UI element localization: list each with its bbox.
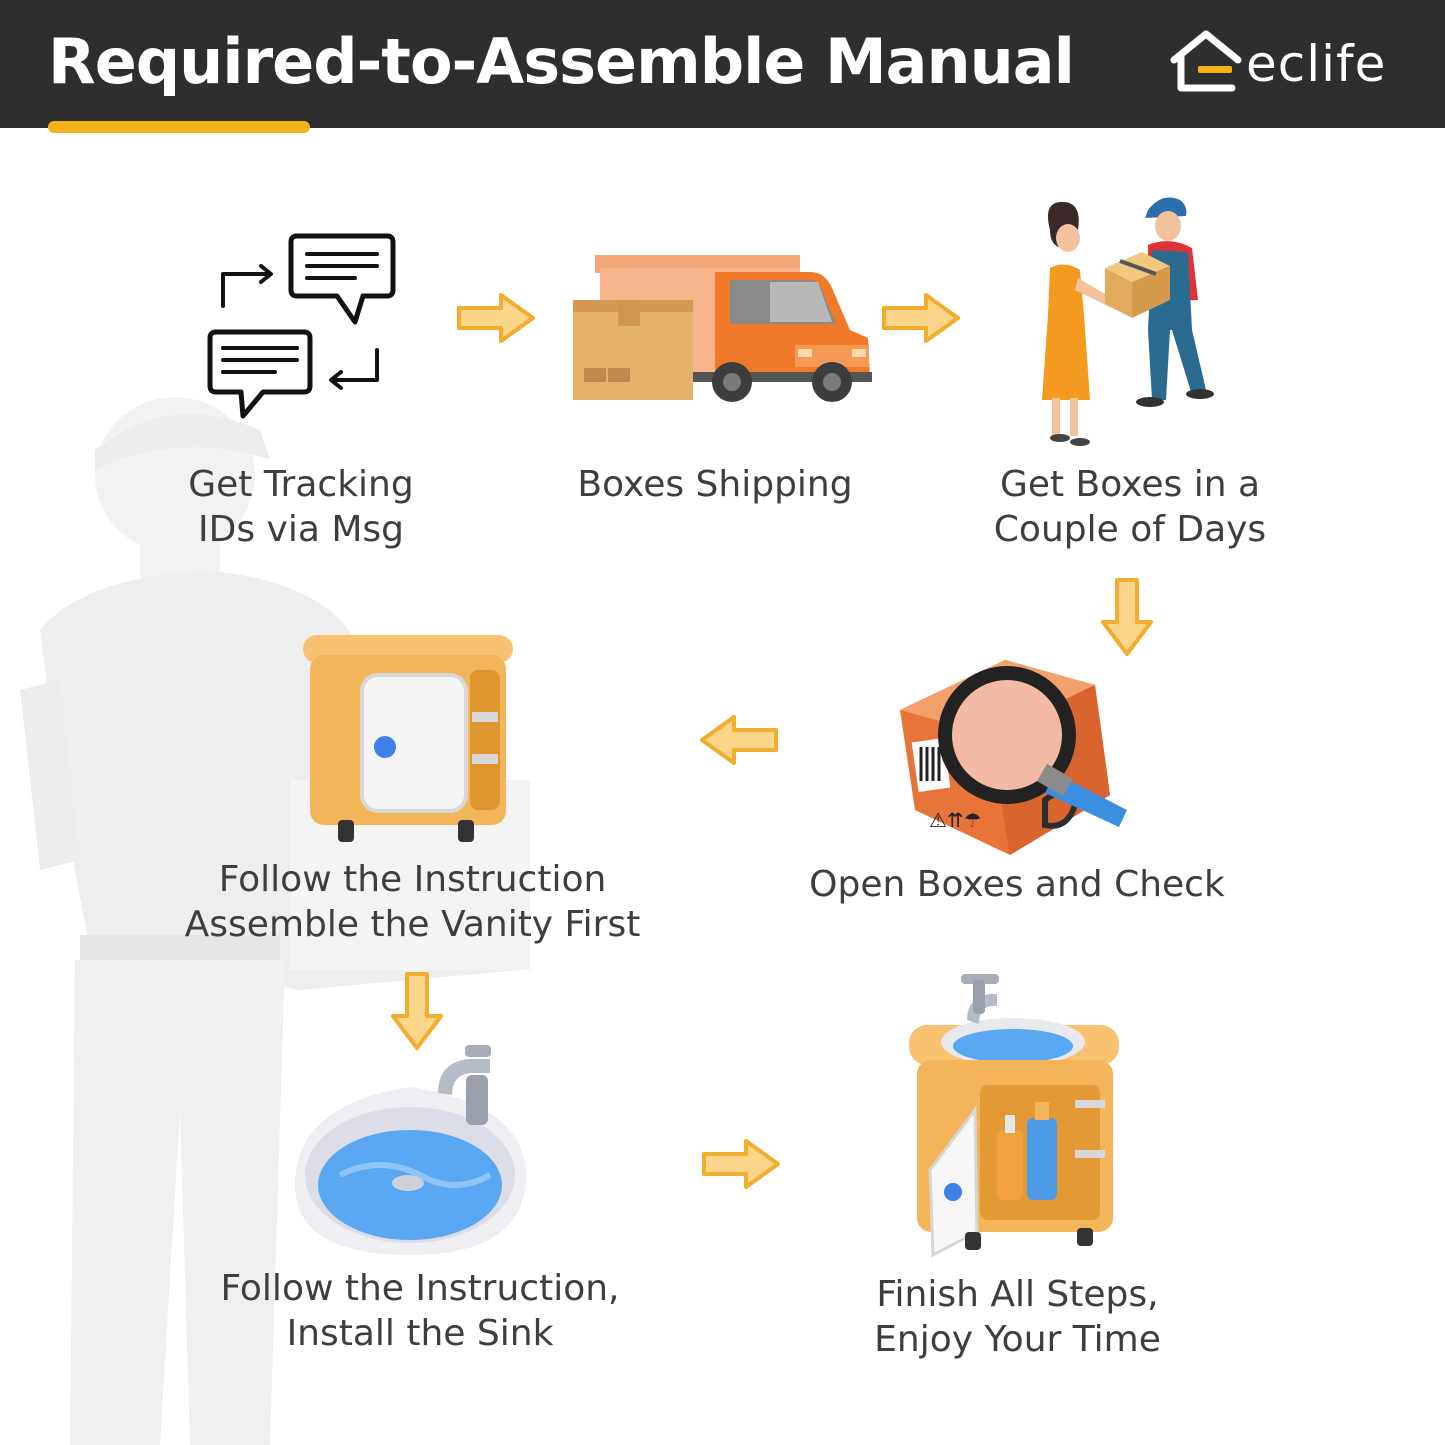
label-line: Install the Sink [286,1313,554,1354]
label-line: Follow the Instruction [218,859,607,900]
brand-name: eclife [1246,35,1387,93]
arrow-down-icon [391,972,443,1050]
step-label-assemble-vanity: Follow the Instruction Assemble the Vani… [155,857,670,947]
label-line: Boxes Shipping [577,464,853,505]
header-bar: Required-to-Assemble Manual eclife [0,0,1445,133]
delivery-truck-icon [573,255,872,402]
chat-bubbles-icon [207,233,396,419]
label-line: Enjoy Your Time [874,1319,1161,1360]
delivery-person-background-image [20,397,530,1445]
brand-logo: eclife [1168,28,1418,100]
label-line: Couple of Days [993,509,1267,550]
step-label-open-boxes: Open Boxes and Check [787,862,1247,907]
arrow-left-icon [700,715,778,765]
house-logo-icon [1170,30,1242,92]
label-line: Assemble the Vanity First [184,904,641,945]
label-line: Get Tracking [188,464,414,505]
arrow-right-icon [457,293,535,343]
label-line: Get Boxes in a [999,464,1261,505]
arrow-right-icon [882,293,960,343]
box-magnifier-icon: ⚠⇈☂ [900,660,1127,855]
step-label-get-tracking: Get Tracking IDs via Msg [146,462,456,552]
courier-delivering-box-icon [1042,197,1214,446]
step-label-boxes-shipping: Boxes Shipping [555,462,875,507]
label-line: IDs via Msg [197,509,404,550]
arrow-down-icon [1101,578,1153,656]
vanity-cabinet-icon [303,635,513,842]
finished-vanity-icon [909,974,1119,1258]
svg-text:⚠⇈☂: ⚠⇈☂ [929,808,982,832]
label-line: Follow the Instruction, [220,1268,620,1309]
step-label-get-boxes: Get Boxes in a Couple of Days [960,462,1300,552]
label-line: Open Boxes and Check [809,864,1225,905]
title-underline [48,121,310,133]
sink-basin-icon [295,1045,526,1255]
step-label-finish: Finish All Steps, Enjoy Your Time [835,1272,1200,1362]
label-line: Finish All Steps, [876,1274,1159,1315]
step-label-install-sink: Follow the Instruction, Install the Sink [190,1266,650,1356]
arrow-right-icon [702,1139,780,1189]
page-title: Required-to-Assemble Manual [48,25,1075,98]
